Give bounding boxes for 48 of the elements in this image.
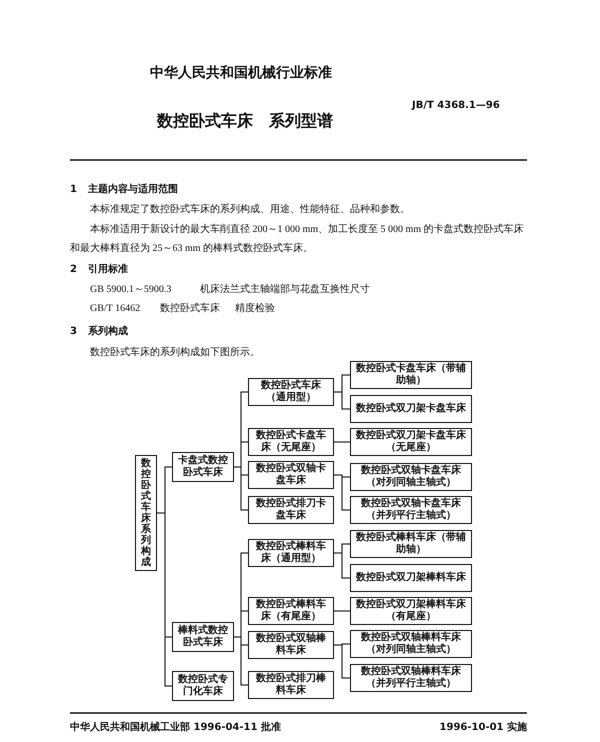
document-title: 数控卧式车床 系列型谱: [157, 110, 333, 132]
category-box: 数控卧式双轴棒料车床: [248, 631, 334, 659]
section-heading: 系列构成: [88, 324, 128, 339]
category-box: 数控卧式专门化车床: [172, 671, 234, 701]
category-box: 数控卧式双刀架卡盘车床（无尾座）: [350, 428, 472, 456]
category-box: 数控卧式棒料车床（有尾座）: [248, 597, 334, 625]
category-box: 数控卧式卡盘车床（无尾座）: [248, 428, 334, 456]
reference-title: 精度检验: [235, 302, 275, 316]
section-heading: 引用标准: [88, 262, 128, 277]
connector-line: [334, 474, 350, 510]
connector-line: [234, 466, 248, 510]
category-box: 数控卧式双轴卡盘车床: [248, 461, 334, 489]
section-number: 1: [70, 183, 77, 197]
reference-title: 机床法兰式主轴端部与花盘互换性尺寸: [200, 282, 370, 297]
category-box: 数控卧式棒料车床（通用型）: [248, 539, 334, 567]
reference-title: 数控卧式车床: [160, 302, 220, 316]
implementation-note: 1996-10-01 实施: [440, 720, 527, 735]
category-box: 数控卧式棒料车床（带辅助轴）: [350, 530, 472, 558]
connector-line: [334, 392, 350, 410]
section-number: 3: [70, 325, 77, 339]
category-box: 数控卧式车床（通用型）: [248, 378, 334, 406]
paragraph: 数控卧式车床的系列构成如下图所示。: [90, 346, 260, 360]
category-box: 数控卧式双轴卡盘车床（对列同轴主轴式）: [350, 463, 472, 491]
standard-number: JB/T 4368.1—96: [412, 99, 500, 113]
paragraph: 本标准适用于新设计的最大车削直径 200～1 000 mm、加工长度至 5 000 mm 的卡盘式数控卧式车床和最大棒料直径为 25～63 mm 的棒料式数控卧式车床。: [70, 222, 525, 256]
category-box: 棒料式数控卧式车床: [172, 622, 234, 652]
category-box: 数控卧式排刀卡盘车床: [248, 496, 334, 524]
section-number: 2: [70, 263, 77, 277]
standard-reference: GB 5900.1～5900.3: [90, 283, 172, 297]
approval-note: 中华人民共和国机械工业部 1996-04-11 批准: [70, 720, 281, 735]
category-box: 卡盘式数控卧式车床: [172, 452, 234, 482]
connector-line: [334, 552, 350, 578]
connector-line: [156, 512, 172, 686]
category-box: 数控卧式卡盘车床（带辅助轴）: [350, 361, 472, 389]
category-box: 数控卧式双轴卡盘车床（并列平行主轴式）: [350, 496, 472, 524]
section-heading: 主题内容与适用范围: [88, 182, 178, 197]
category-box: 数控卧式双刀架棒料车床（有尾座）: [350, 597, 472, 625]
category-box: 数控卧式双轴棒料车床（并列平行主轴式）: [350, 664, 472, 692]
connector-line: [334, 610, 350, 612]
standard-reference: GB/T 16462: [90, 302, 140, 316]
category-box: 数控卧式双刀架卡盘车床: [350, 395, 472, 423]
connector-line: [334, 644, 350, 678]
root-box: 数控卧式车床系列构成: [135, 455, 157, 571]
standard-category: 中华人民共和国机械行业标准: [150, 64, 332, 83]
category-box: 数控卧式双轴棒料车床（对列同轴主轴式）: [350, 630, 472, 658]
paragraph: 本标准规定了数控卧式车床的系列构成、用途、性能特征、品种和参数。: [90, 202, 411, 217]
category-box: 数控卧式双刀架棒料车床: [350, 564, 472, 592]
category-box: 数控卧式排刀棒料车床: [248, 671, 334, 699]
